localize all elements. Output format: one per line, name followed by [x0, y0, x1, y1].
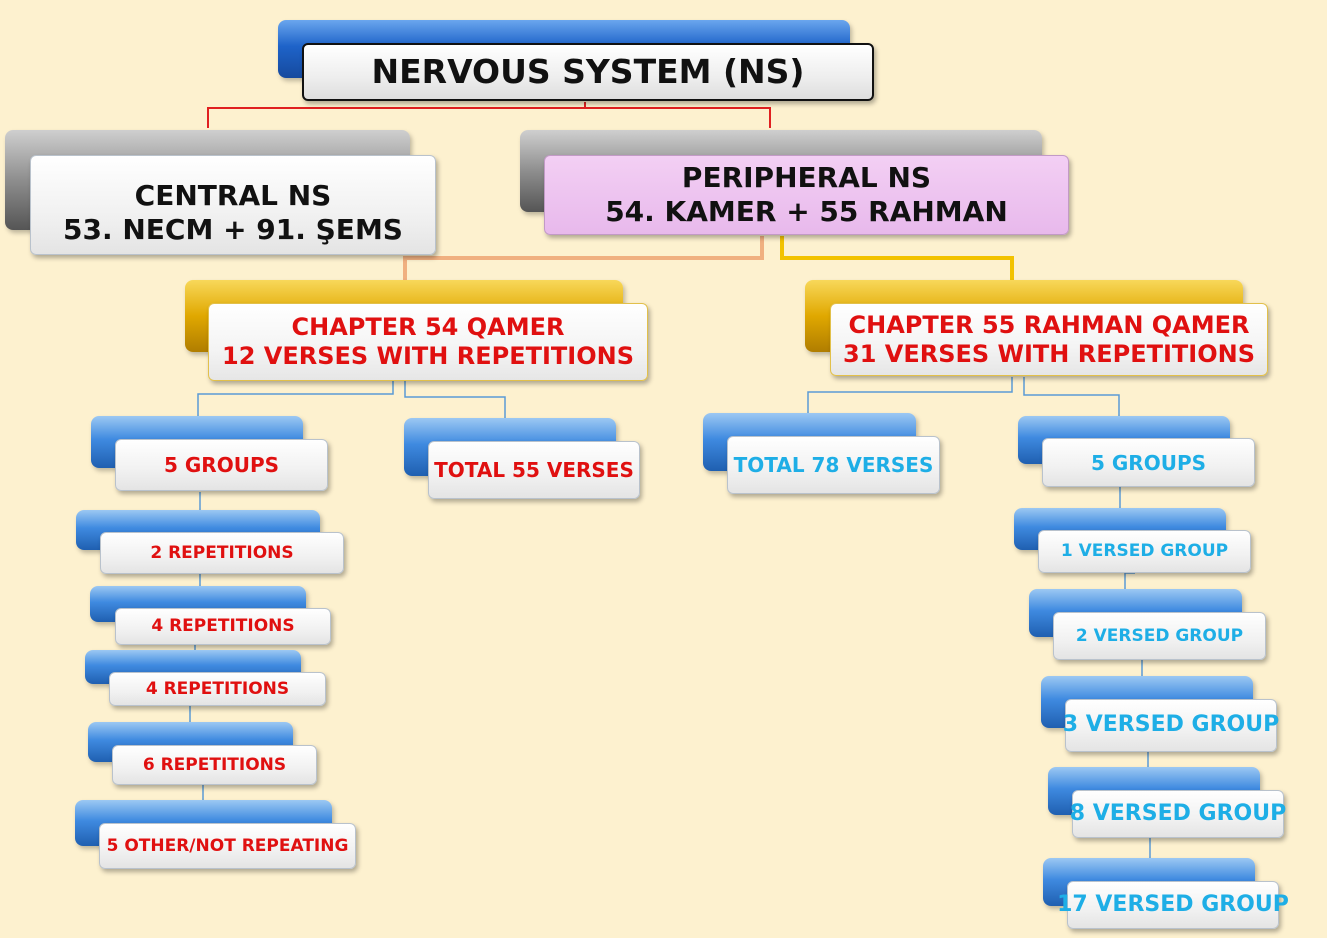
- ch55-item-box: 17 VERSED GROUP: [1057, 881, 1289, 929]
- ch55-item-label: 1 VERSED GROUP: [1060, 541, 1229, 562]
- ch55-item-box: 2 VERSED GROUP: [1053, 612, 1266, 660]
- chapter-54-title: CHAPTER 54 QAMER: [291, 313, 565, 342]
- connector-right-chain: [1124, 572, 1135, 589]
- ch54-item-box: 6 REPETITIONS: [112, 745, 317, 785]
- ch55-item-label: 3 VERSED GROUP: [1062, 712, 1280, 738]
- ch54-item-box: 2 REPETITIONS: [100, 532, 344, 574]
- connector-title: [207, 102, 586, 128]
- peripheral-ns-box: PERIPHERAL NS 54. KAMER + 55 RAHMAN: [544, 155, 1069, 235]
- ch54-item-box: 5 OTHER/NOT REPEATING: [99, 823, 356, 869]
- ch54-groups-label: 5 GROUPS: [164, 453, 279, 477]
- ch54-groups-box: 5 GROUPS: [115, 439, 328, 491]
- connector-ch55-groups: [1023, 377, 1120, 416]
- ch54-item-label: 2 REPETITIONS: [150, 542, 294, 563]
- connector-peripheral-54: [403, 236, 764, 280]
- diagram-title: NERVOUS SYSTEM (NS): [371, 52, 805, 92]
- ch54-item-label: 4 REPETITIONS: [151, 616, 295, 637]
- ch55-total-box: TOTAL 78 VERSES: [727, 436, 940, 494]
- chapter-55-title: CHAPTER 55 RAHMAN QAMER: [848, 310, 1250, 339]
- chapter-55-box: CHAPTER 55 RAHMAN QAMER 31 VERSES WITH R…: [830, 303, 1268, 376]
- ch54-item-label: 6 REPETITIONS: [142, 754, 287, 775]
- central-ns-label: CENTRAL NS: [134, 179, 332, 213]
- ch54-total-label: TOTAL 55 VERSES: [434, 458, 634, 482]
- ch54-item-box: 4 REPETITIONS: [109, 672, 326, 706]
- ch55-item-label: 2 VERSED GROUP: [1075, 625, 1244, 646]
- ch55-total-label: TOTAL 78 VERSES: [733, 453, 934, 477]
- connector-ch54-total: [404, 381, 506, 418]
- ch54-item-label: 4 REPETITIONS: [145, 678, 290, 699]
- ch54-total-box: TOTAL 55 VERSES: [428, 441, 640, 499]
- title-box: NERVOUS SYSTEM (NS): [302, 43, 874, 101]
- peripheral-ns-chapters: 54. KAMER + 55 RAHMAN: [605, 195, 1008, 228]
- connector-ch54-groups: [197, 381, 394, 416]
- ch55-item-box: 8 VERSED GROUP: [1069, 790, 1287, 838]
- connector-peripheral-55: [780, 236, 1014, 280]
- ch54-item-box: 4 REPETITIONS: [115, 608, 331, 645]
- ch55-item-box: 1 VERSED GROUP: [1038, 530, 1251, 573]
- connector-title: [585, 107, 771, 128]
- ch54-item-label: 5 OTHER/NOT REPEATING: [106, 835, 349, 856]
- ch55-groups-label: 5 GROUPS: [1091, 450, 1206, 475]
- ch55-item-label: 8 VERSED GROUP: [1069, 800, 1287, 826]
- chapter-55-subtitle: 31 VERSES WITH REPETITIONS: [843, 339, 1255, 368]
- central-ns-chapters: 53. NECM + 91. ŞEMS: [63, 213, 403, 246]
- peripheral-ns-label: PERIPHERAL NS: [681, 161, 932, 195]
- connector-ch55-total: [807, 377, 1013, 413]
- chapter-54-box: CHAPTER 54 QAMER 12 VERSES WITH REPETITI…: [208, 303, 648, 381]
- chapter-54-subtitle: 12 VERSES WITH REPETITIONS: [222, 342, 634, 370]
- ch55-item-box: 3 VERSED GROUP: [1062, 699, 1280, 752]
- ch55-groups-box: 5 GROUPS: [1042, 438, 1255, 487]
- ch55-item-label: 17 VERSED GROUP: [1057, 891, 1289, 917]
- central-ns-box: CENTRAL NS 53. NECM + 91. ŞEMS: [30, 155, 436, 255]
